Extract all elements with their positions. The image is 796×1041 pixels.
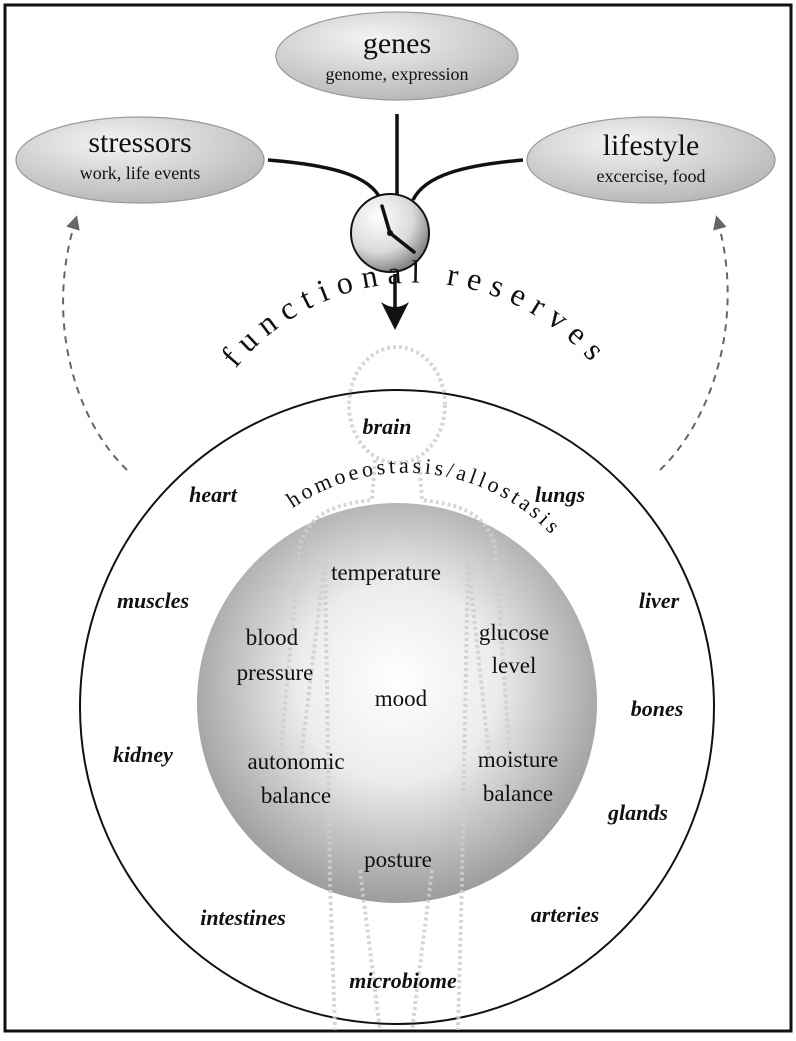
organ-microbiome: microbiome (349, 968, 457, 993)
param-temperature: temperature (331, 560, 441, 585)
organ-intestines: intestines (200, 905, 286, 930)
param-mood: mood (375, 686, 428, 711)
organ-lungs: lungs (535, 482, 585, 507)
param-blood: blood (246, 625, 299, 650)
genes-subtitle: genome, expression (326, 64, 469, 84)
param-glucose: glucose (479, 620, 549, 645)
parameter-labels: temperature blood pressure glucose level… (237, 560, 559, 872)
genes-node: genes genome, expression (275, 11, 519, 101)
genes-title: genes (363, 27, 431, 60)
organ-kidney: kidney (113, 742, 173, 767)
homoeostasis-sphere (197, 503, 597, 903)
human-body-outline (277, 345, 513, 1031)
stressors-subtitle: work, life events (80, 163, 200, 183)
stressors-title: stressors (88, 126, 191, 159)
organ-muscles: muscles (117, 588, 189, 613)
lifestyle-title: lifestyle (603, 129, 700, 162)
param-moisture: moisture (478, 747, 559, 772)
organ-labels: brain heart lungs muscles liver bones ki… (113, 414, 683, 993)
param-pressure: pressure (237, 660, 314, 685)
down-arrow-icon (381, 274, 409, 330)
organ-glands: glands (607, 800, 668, 825)
organ-liver: liver (639, 588, 680, 613)
param-posture: posture (364, 847, 432, 872)
organ-bones: bones (631, 696, 684, 721)
feedback-arrow-lifestyle (659, 215, 729, 471)
functional-reserves-label: functional reserves (214, 254, 619, 374)
lifestyle-subtitle: excercise, food (597, 166, 706, 186)
organ-brain: brain (363, 414, 412, 439)
feedback-arrow-stressors (62, 215, 128, 471)
param-autonomic-balance: balance (261, 783, 331, 808)
converging-lines (267, 114, 524, 201)
clock-icon (350, 193, 430, 273)
organ-arteries: arteries (531, 902, 599, 927)
param-moisture-balance: balance (483, 781, 553, 806)
organ-heart: heart (189, 482, 238, 507)
lifestyle-node: lifestyle excercise, food (526, 116, 776, 204)
stressors-node: stressors work, life events (15, 116, 265, 204)
diagram-frame (3, 3, 793, 1033)
param-autonomic: autonomic (247, 749, 344, 774)
param-level: level (492, 653, 537, 678)
